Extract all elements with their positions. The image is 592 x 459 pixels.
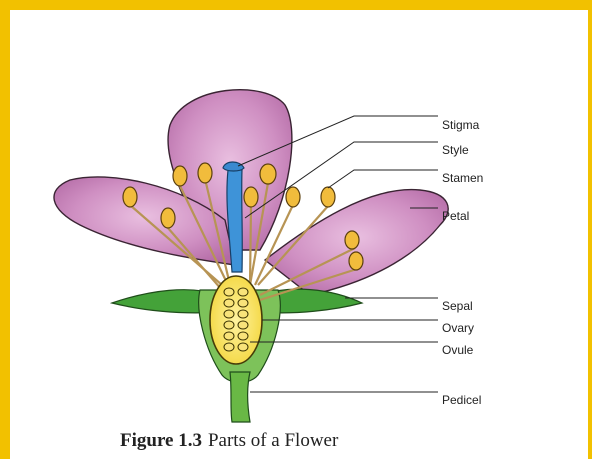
label-petal: Petal: [442, 209, 469, 223]
figure-caption: Figure 1.3 Parts of a Flower: [120, 430, 338, 452]
label-style: Style: [442, 143, 469, 157]
label-stamen: Stamen: [442, 171, 483, 185]
pedicel: [230, 372, 250, 422]
label-ovary: Ovary: [442, 321, 474, 335]
ovary: [210, 276, 262, 364]
label-sepal: Sepal: [442, 299, 473, 313]
label-pedicel: Pedicel: [442, 393, 481, 407]
leader-stamen: [328, 170, 438, 188]
figure-title: Parts of a Flower: [208, 430, 338, 451]
label-stigma: Stigma: [442, 118, 479, 132]
flower-diagram: [10, 10, 588, 459]
label-ovule: Ovule: [442, 343, 473, 357]
figure-number: Figure 1.3: [120, 430, 202, 451]
